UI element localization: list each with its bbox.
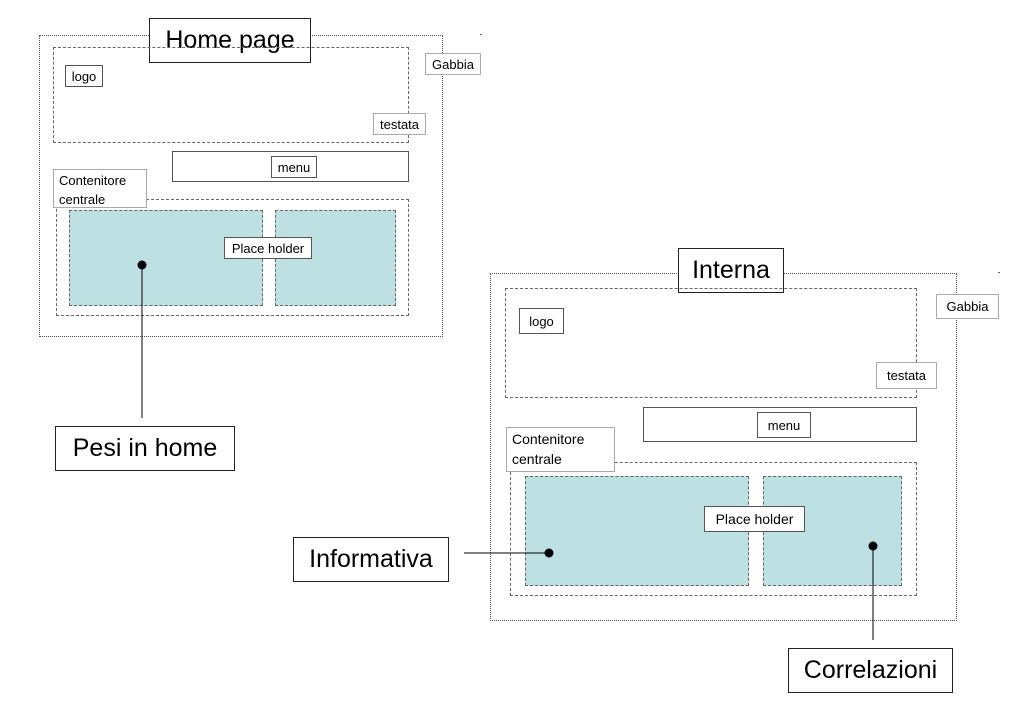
home-gabbia-corner-mark xyxy=(480,34,482,35)
interna-gabbia-corner-mark xyxy=(998,272,1000,273)
home-placeholder-label: Place holder xyxy=(224,237,312,259)
interna-gabbia-label: Gabbia xyxy=(936,294,999,319)
interna-logo-label: logo xyxy=(519,308,564,334)
interna-contenitore-label: Contenitore centrale xyxy=(506,427,615,472)
home-testata-label: testata xyxy=(373,113,426,135)
informativa-callout: Informativa xyxy=(293,537,449,582)
home-contenitore-box xyxy=(56,199,409,316)
home-menu-label: menu xyxy=(271,156,317,178)
interna-contenitore-box xyxy=(510,462,917,596)
home-page-title: Home page xyxy=(149,18,311,63)
interna-testata-box xyxy=(505,288,917,398)
home-testata-box xyxy=(53,47,409,143)
correlazioni-callout: Correlazioni xyxy=(788,648,953,693)
pesi-in-home-callout: Pesi in home xyxy=(55,426,235,471)
interna-placeholder-label: Place holder xyxy=(704,506,805,532)
home-contenitore-label: Contenitore centrale xyxy=(53,169,147,208)
home-gabbia-label: Gabbia xyxy=(425,53,481,75)
interna-testata-label: testata xyxy=(876,362,937,389)
home-logo-label: logo xyxy=(65,65,103,87)
interna-menu-label: menu xyxy=(757,412,811,438)
interna-title: Interna xyxy=(678,248,784,293)
